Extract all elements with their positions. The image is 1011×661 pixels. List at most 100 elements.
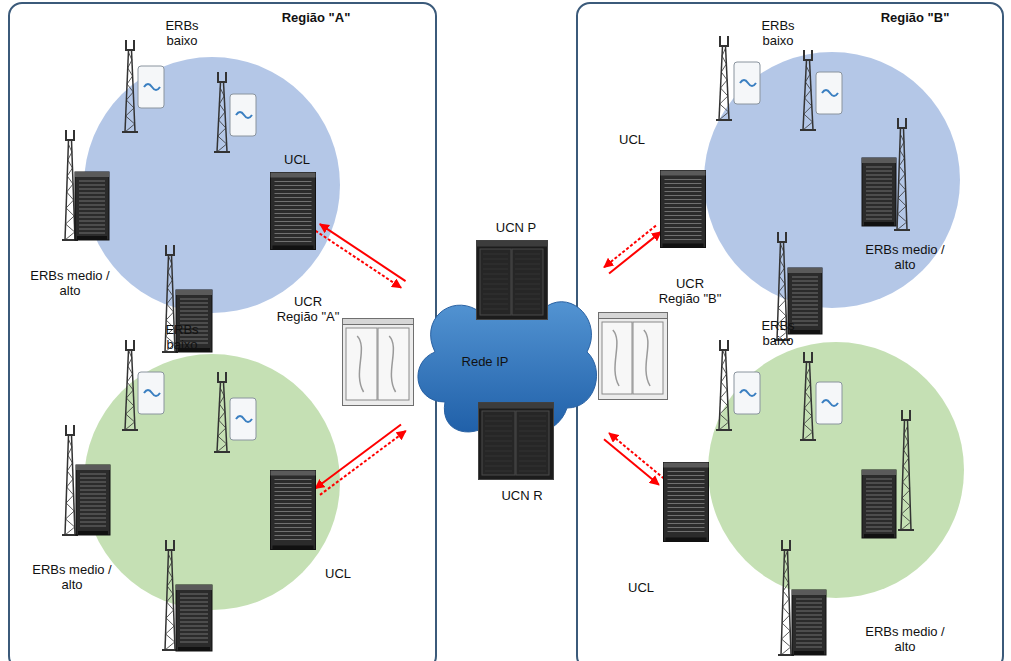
- door-grille: [483, 304, 508, 305]
- rack-base: [78, 531, 108, 535]
- rack-top: [176, 585, 212, 590]
- rack-stripe: [275, 539, 312, 540]
- rack-stripe: [80, 478, 106, 479]
- door-grille: [483, 269, 508, 270]
- rack-stripe: [180, 319, 208, 320]
- door-grille: [519, 461, 546, 462]
- rack-stripe: [866, 183, 892, 184]
- antenna: [804, 352, 812, 362]
- rack-stripe: [792, 297, 818, 298]
- link-arrow: [320, 224, 406, 281]
- antenna: [66, 130, 74, 140]
- node-label: UCN R: [501, 488, 542, 503]
- tower-base: [122, 429, 138, 431]
- rack-stripe: [180, 602, 208, 603]
- door-grille: [519, 436, 546, 437]
- rack-stripe: [275, 531, 312, 532]
- rack-stripe: [275, 189, 312, 190]
- rack-stripe: [180, 634, 208, 635]
- rack-stripe: [80, 506, 106, 507]
- rack-stripe: [796, 647, 822, 648]
- door-detail: [357, 336, 363, 392]
- door-grille: [485, 461, 512, 462]
- rack-stripe: [275, 503, 312, 504]
- link-arrow: [609, 433, 664, 479]
- rack-top: [862, 470, 896, 475]
- door-grille: [485, 421, 512, 422]
- rack-stripe: [80, 482, 106, 483]
- rack-body: [664, 463, 709, 542]
- door-grille: [483, 279, 508, 280]
- tower-lattice: [897, 134, 907, 230]
- door-grille: [485, 436, 512, 437]
- rack-stripe: [796, 615, 822, 616]
- rack-top: [788, 268, 822, 273]
- door-grille: [515, 294, 540, 295]
- rack-stripe: [665, 227, 702, 228]
- antenna: [778, 232, 786, 242]
- door-grille: [515, 254, 540, 255]
- node-icon: [598, 312, 668, 400]
- rack-stripe: [668, 491, 705, 492]
- core-server: UCN P: [476, 240, 548, 320]
- door-grille: [515, 264, 540, 265]
- regional-cabinet: UCR Região "A": [342, 318, 414, 406]
- radio-logo: [144, 84, 160, 90]
- rack-body: [792, 590, 826, 655]
- rack-stripe: [866, 171, 892, 172]
- node-icon: [663, 462, 709, 542]
- erb-label: ERBs baixo: [753, 318, 803, 348]
- rack-stripe: [792, 285, 818, 286]
- cabinet-top: [599, 313, 668, 319]
- door-grille: [483, 264, 508, 265]
- rack-stripe: [275, 515, 312, 516]
- rack-stripe: [180, 598, 208, 599]
- antenna: [66, 425, 74, 435]
- door-grille: [515, 269, 540, 270]
- rack-stripe: [792, 325, 818, 326]
- link-arrow: [604, 439, 659, 485]
- rack-top: [664, 463, 709, 468]
- node-label: UCN P: [496, 220, 536, 235]
- door-grille: [483, 309, 508, 310]
- rack-stripe: [668, 511, 705, 512]
- rack-stripe: [665, 239, 702, 240]
- rack-stripe: [180, 299, 208, 300]
- rack-top: [661, 171, 706, 176]
- rack-stripe: [792, 289, 818, 290]
- radio-logo: [144, 390, 160, 396]
- tower-base: [898, 529, 914, 531]
- rack-stripe: [180, 618, 208, 619]
- rack-stripe: [796, 611, 822, 612]
- rack-top: [862, 158, 896, 163]
- rack-stripe: [275, 213, 312, 214]
- rack-stripe: [79, 181, 105, 182]
- rack-stripe: [180, 642, 208, 643]
- cabinet-door: [482, 411, 515, 475]
- door-grille: [515, 259, 540, 260]
- rack-stripe: [866, 191, 892, 192]
- rack-stripe: [80, 502, 106, 503]
- tower-leg: [719, 46, 723, 120]
- door-grille: [519, 446, 546, 447]
- rack-base: [273, 246, 314, 250]
- rack-stripe: [275, 479, 312, 480]
- rack-stripe: [79, 189, 105, 190]
- tower-lattice: [901, 426, 911, 530]
- rack-stripe: [792, 281, 818, 282]
- rack-base: [77, 236, 107, 240]
- node-label: Rede IP: [462, 354, 509, 369]
- antenna: [804, 50, 812, 60]
- rack-stripe: [668, 499, 705, 500]
- erb-label: ERBs medio / alto: [32, 562, 112, 592]
- tower-leg: [72, 140, 76, 240]
- door-grille: [485, 456, 512, 457]
- rack-stripe: [275, 181, 312, 182]
- antenna: [720, 340, 728, 350]
- rack-stripe: [180, 622, 208, 623]
- rack-stripe: [796, 627, 822, 628]
- rack-stripe: [180, 626, 208, 627]
- door-grille: [519, 451, 546, 452]
- rack-stripe: [796, 619, 822, 620]
- rack-body: [176, 585, 212, 651]
